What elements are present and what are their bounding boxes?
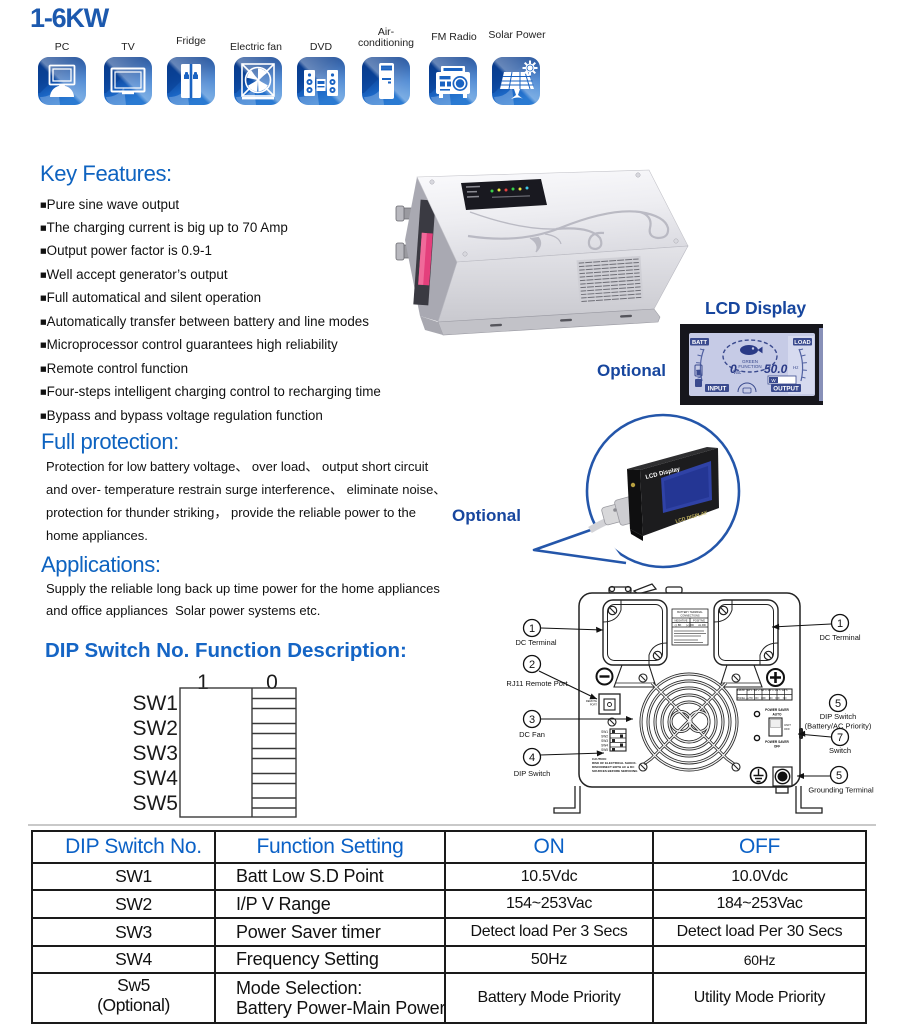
svg-text:SW 1: SW 1 [747,689,754,692]
svg-text:FRONT: FRONT [737,689,746,692]
svg-text:OFF: OFF [761,697,766,700]
svg-text:Switch: Switch [829,746,851,755]
svg-text:OFF: OFF [784,727,790,731]
svg-text:OFF: OFF [774,745,780,749]
svg-text:LOAD: LOAD [794,340,810,346]
svg-text:50.0: 50.0 [764,362,788,376]
svg-text:SW5: SW5 [601,748,608,752]
svg-text:5: 5 [835,698,841,710]
svg-text:AUTO: AUTO [746,697,753,700]
svg-text:SW2: SW2 [601,735,608,739]
svg-text:POWER SAVER: POWER SAVER [765,740,789,744]
svg-text:3: 3 [529,714,535,726]
svg-text:CONNECTIONS: CONNECTIONS [680,614,699,618]
svg-text:SW 4: SW 4 [768,689,775,692]
svg-text:NEGATIVE: NEGATIVE [675,619,688,623]
svg-text:FUNCTION: FUNCTION [738,364,761,369]
svg-text:SW 5: SW 5 [775,689,782,692]
svg-text:POSITIVE: POSITIVE [693,619,705,623]
svg-text:SW 2: SW 2 [754,689,761,692]
svg-text:BATTERY TERMINAL: BATTERY TERMINAL [677,610,703,614]
svg-text:AL RD: AL RD [698,623,706,627]
svg-text:DC Terminal: DC Terminal [819,633,860,642]
svg-text:RISK OF ELECTRICAL SHOCK.: RISK OF ELECTRICAL SHOCK. [592,761,637,765]
svg-text:ON: ON [769,697,773,700]
svg-text:Vac: Vac [733,370,742,376]
svg-text:0: 0 [730,362,737,376]
svg-text:(-) BK: (-) BK [675,623,682,627]
svg-text:SW3: SW3 [601,739,608,743]
svg-text:SW 6: SW 6 [782,689,789,692]
svg-text:7: 7 [837,732,843,744]
svg-text:AUTO: AUTO [773,713,782,717]
svg-text:W: W [771,378,776,383]
svg-text:CAUTION:: CAUTION: [592,757,607,761]
svg-text:SW4: SW4 [132,767,178,790]
svg-text:5: 5 [836,770,842,782]
svg-text:SW2: SW2 [132,717,178,740]
svg-text:DIP Switch: DIP Switch [514,769,551,778]
svg-text:DC Fan: DC Fan [519,730,545,739]
svg-text:UNIT: UNIT [784,723,791,727]
svg-text:0: 0 [266,671,278,694]
svg-text:OUTPUT: OUTPUT [773,386,799,393]
svg-text:INPUT: INPUT [708,386,727,393]
svg-text:PORT: PORT [590,703,598,707]
svg-text:SW5: SW5 [132,792,178,815]
svg-text:2: 2 [529,659,535,671]
svg-text:ON: ON [755,697,759,700]
svg-text:DC Terminal: DC Terminal [515,638,556,647]
svg-text:SOURCES BEFORE SERVICING: SOURCES BEFORE SERVICING [592,769,638,773]
svg-text:SW4: SW4 [601,744,608,748]
svg-text:RJ11 Remote Port: RJ11 Remote Port [506,679,568,688]
svg-text:GREEN: GREEN [742,359,758,364]
svg-text:1: 1 [529,623,535,635]
svg-text:BATT: BATT [692,340,707,346]
svg-text:SW1: SW1 [132,692,178,715]
svg-text:POWER SAVER: POWER SAVER [765,708,789,712]
svg-text:1: 1 [837,618,843,630]
svg-text:Grounding Terminal: Grounding Terminal [808,786,874,795]
svg-text:(Battery/AC Priority): (Battery/AC Priority) [805,722,872,731]
svg-text:OFF: OFF [775,697,780,700]
svg-text:4: 4 [529,752,535,764]
svg-text:Hz: Hz [793,365,799,370]
svg-text:DISCONNECT BOTH AC & DC: DISCONNECT BOTH AC & DC [592,765,635,769]
svg-text:DIP Switch: DIP Switch [820,712,857,721]
svg-text:SW 3: SW 3 [761,689,768,692]
svg-text:SW1: SW1 [601,730,608,734]
svg-text:PANEL: PANEL [738,697,746,700]
svg-text:1: 1 [197,671,209,694]
svg-text:SW3: SW3 [132,742,178,765]
svg-text:REMOTE: REMOTE [586,699,597,703]
svg-text:ON: ON [783,697,787,700]
svg-text:(+) RD: (+) RD [686,623,694,627]
